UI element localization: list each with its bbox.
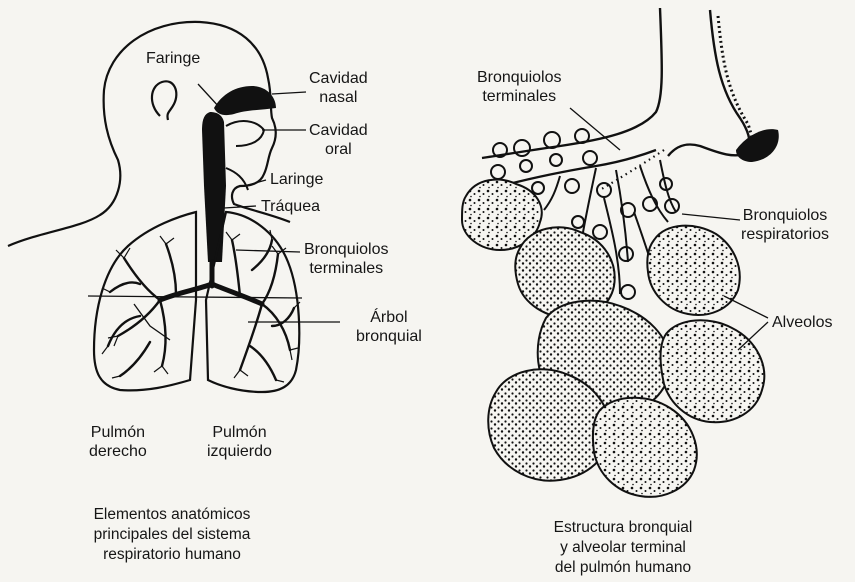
cartilage-ring-end [736,129,779,162]
oral-cavity [226,121,264,146]
label-bronquiolos-terminales-left: Bronquiolos terminales [304,240,389,278]
pharynx [202,112,226,262]
bronchiole-branches [108,240,294,380]
label-traquea: Tráquea [261,197,320,216]
label-laringe: Laringe [270,170,323,189]
alveolus-cluster-bottom-right [593,398,697,497]
ear [152,81,176,120]
alveolus-cluster-right [647,226,739,315]
bronchiole-wall-dots [600,150,664,190]
bronchiole-twigs [102,230,300,382]
alveolar-clusters [462,180,764,497]
lung-right [94,212,196,390]
label-pulmon-derecho: Pulmón derecho [89,423,147,461]
label-bronquiolos-terminales-right: Bronquiolos terminales [477,68,562,106]
caption-left: Elementos anatómicos principales del sis… [72,505,272,565]
label-cavidad-oral: Cavidad oral [309,121,368,159]
label-alveolos: Alveolos [772,313,832,332]
label-arbol-bronquial: Árbol bronquial [356,308,422,346]
label-pulmon-izquierdo: Pulmón izquierdo [207,423,272,461]
alveolus-cluster-far-right [661,320,765,422]
label-faringe: Faringe [146,49,200,68]
caption-right: Estructura bronquial y alveolar terminal… [528,518,718,578]
label-cavidad-nasal: Cavidad nasal [309,69,368,107]
bronchiole-tube-inner [668,10,750,156]
nasal-cavity [214,86,276,115]
label-bronquiolos-respiratorios: Bronquiolos respiratorios [741,206,829,244]
